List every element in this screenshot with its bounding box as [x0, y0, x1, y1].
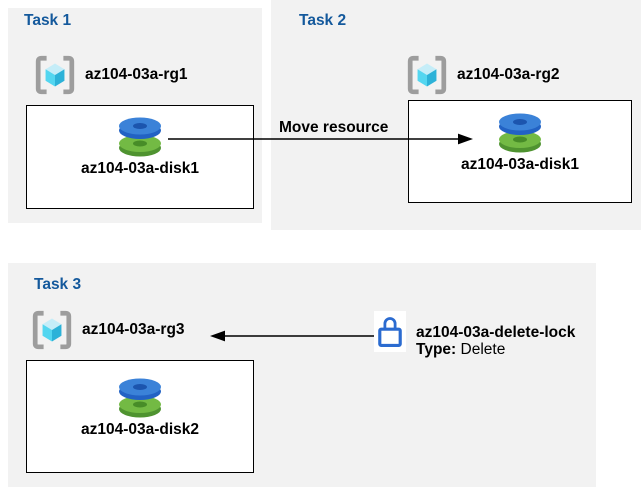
- resource-group-icon: [32, 310, 72, 350]
- lock-type: Type: Delete: [416, 341, 575, 358]
- delete-lock-annotation: az104-03a-delete-lock Type: Delete: [374, 311, 575, 358]
- task1-rg-label: az104-03a-rg1: [85, 66, 188, 83]
- task1-disk-label: az104-03a-disk1: [80, 160, 200, 177]
- task2-disk-label: az104-03a-disk1: [460, 156, 580, 173]
- lock-type-value: Delete: [460, 341, 506, 358]
- disk-icon: [119, 117, 161, 157]
- task1-panel: Task 1 az104-03a-rg1 az104-03a-disk1: [8, 8, 262, 223]
- task2-title: Task 2: [299, 12, 347, 29]
- lock-type-label: Type:: [416, 341, 457, 358]
- task1-title: Task 1: [24, 12, 72, 29]
- disk-icon: [119, 378, 161, 418]
- task3-panel: Task 3 az104-03a-rg3 az104-03a-disk2: [8, 263, 596, 487]
- task2-resource-group: az104-03a-rg2: [406, 54, 560, 96]
- resource-group-icon: [35, 55, 75, 95]
- task3-resource-group: az104-03a-rg3: [31, 309, 185, 351]
- task2-rg-label: az104-03a-rg2: [457, 66, 560, 83]
- task3-title: Task 3: [34, 276, 82, 293]
- task3-disk-label: az104-03a-disk2: [80, 421, 200, 438]
- task3-disk-box: az104-03a-disk2: [26, 360, 254, 473]
- resource-group-icon: [407, 55, 447, 95]
- task3-rg-label: az104-03a-rg3: [82, 321, 185, 338]
- lock-icon: [378, 317, 402, 348]
- move-resource-label: Move resource: [279, 119, 389, 136]
- task2-disk-box: az104-03a-disk1: [408, 100, 632, 203]
- task1-disk-box: az104-03a-disk1: [26, 105, 254, 209]
- lock-name: az104-03a-delete-lock: [416, 324, 576, 341]
- task1-resource-group: az104-03a-rg1: [34, 54, 188, 96]
- disk-icon: [499, 113, 541, 153]
- lock-icon-background: [374, 311, 406, 352]
- lock-text: az104-03a-delete-lock Type: Delete: [416, 311, 575, 358]
- task2-panel: Task 2 az104-03a-rg2 az104-03a-disk1: [271, 0, 641, 230]
